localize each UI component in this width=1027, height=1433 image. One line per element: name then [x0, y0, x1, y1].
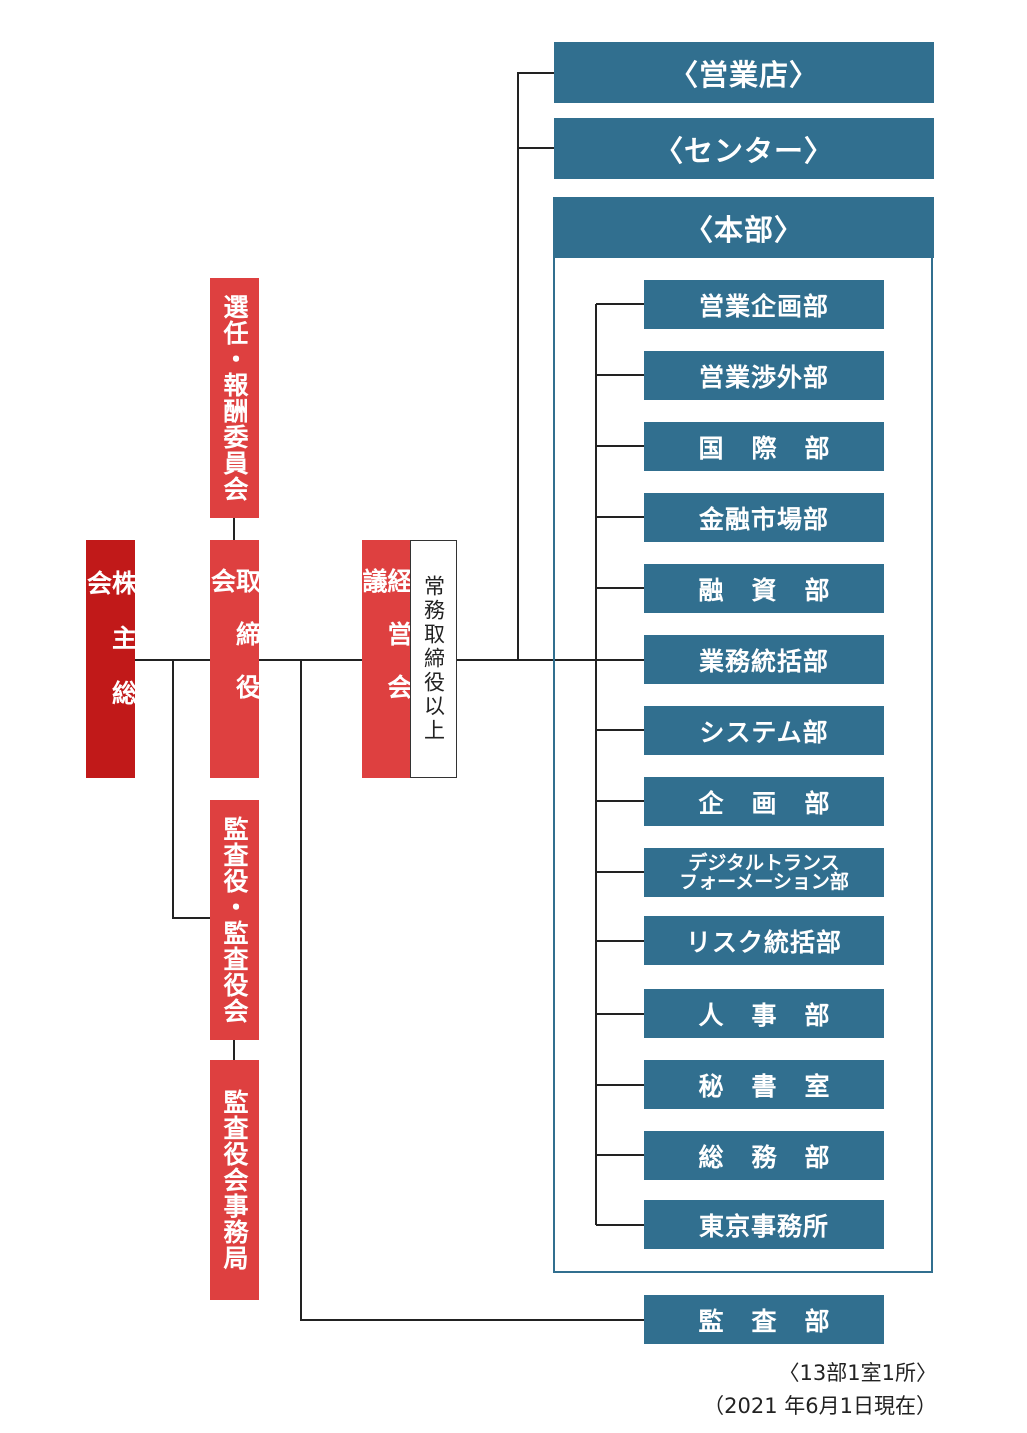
dept-financial-markets: 金融市場部 [644, 493, 884, 542]
dept-general-affairs: 総務部 [644, 1131, 884, 1180]
dept-planning: 企画部 [644, 777, 884, 826]
dept-international: 国際部 [644, 422, 884, 471]
as-of-date-note: （2021 年6月1日現在） [703, 1394, 937, 1418]
centers-header: 〈センター〉 [554, 118, 934, 179]
dept-digital-transformation-line1: デジタルトランス [688, 851, 840, 874]
dept-tokyo-office: 東京事務所 [644, 1200, 884, 1249]
management-meeting-box: 経営会議 [359, 540, 413, 778]
dept-digital-transformation-line2: フォーメーション部 [679, 870, 849, 893]
nomination-compensation-committee-box: 選任・報酬委員会 [210, 278, 259, 518]
dept-human-resources: 人事部 [644, 989, 884, 1038]
dept-risk-management: リスク統括部 [644, 916, 884, 965]
connector [517, 72, 554, 660]
audit-board-office-box: 監査役会事務局 [210, 1060, 259, 1300]
shareholders-meeting-box: 株主総会 [84, 540, 138, 778]
management-meeting-members-box: 常務取締役以上 [410, 540, 457, 778]
audit-board-box: 監査役・監査役会 [210, 800, 259, 1040]
dept-systems: システム部 [644, 706, 884, 755]
dept-sales-planning: 営業企画部 [644, 280, 884, 329]
dept-digital-transformation: デジタルトランス フォーメーション部 [644, 848, 884, 897]
connector [300, 660, 644, 1321]
dept-lending: 融資部 [644, 564, 884, 613]
dept-secretariat: 秘書室 [644, 1060, 884, 1109]
dept-operations-management: 業務統括部 [644, 635, 884, 684]
dept-sales-outreach: 営業渉外部 [644, 351, 884, 400]
branches-header: 〈営業店〉 [554, 42, 934, 103]
connector [172, 660, 210, 919]
department-count-note: 〈13部1室1所〉 [778, 1361, 937, 1385]
dept-audit: 監査部 [644, 1295, 884, 1344]
board-of-directors-box: 取締役会 [208, 540, 262, 778]
headquarters-header: 〈本部〉 [554, 197, 934, 258]
